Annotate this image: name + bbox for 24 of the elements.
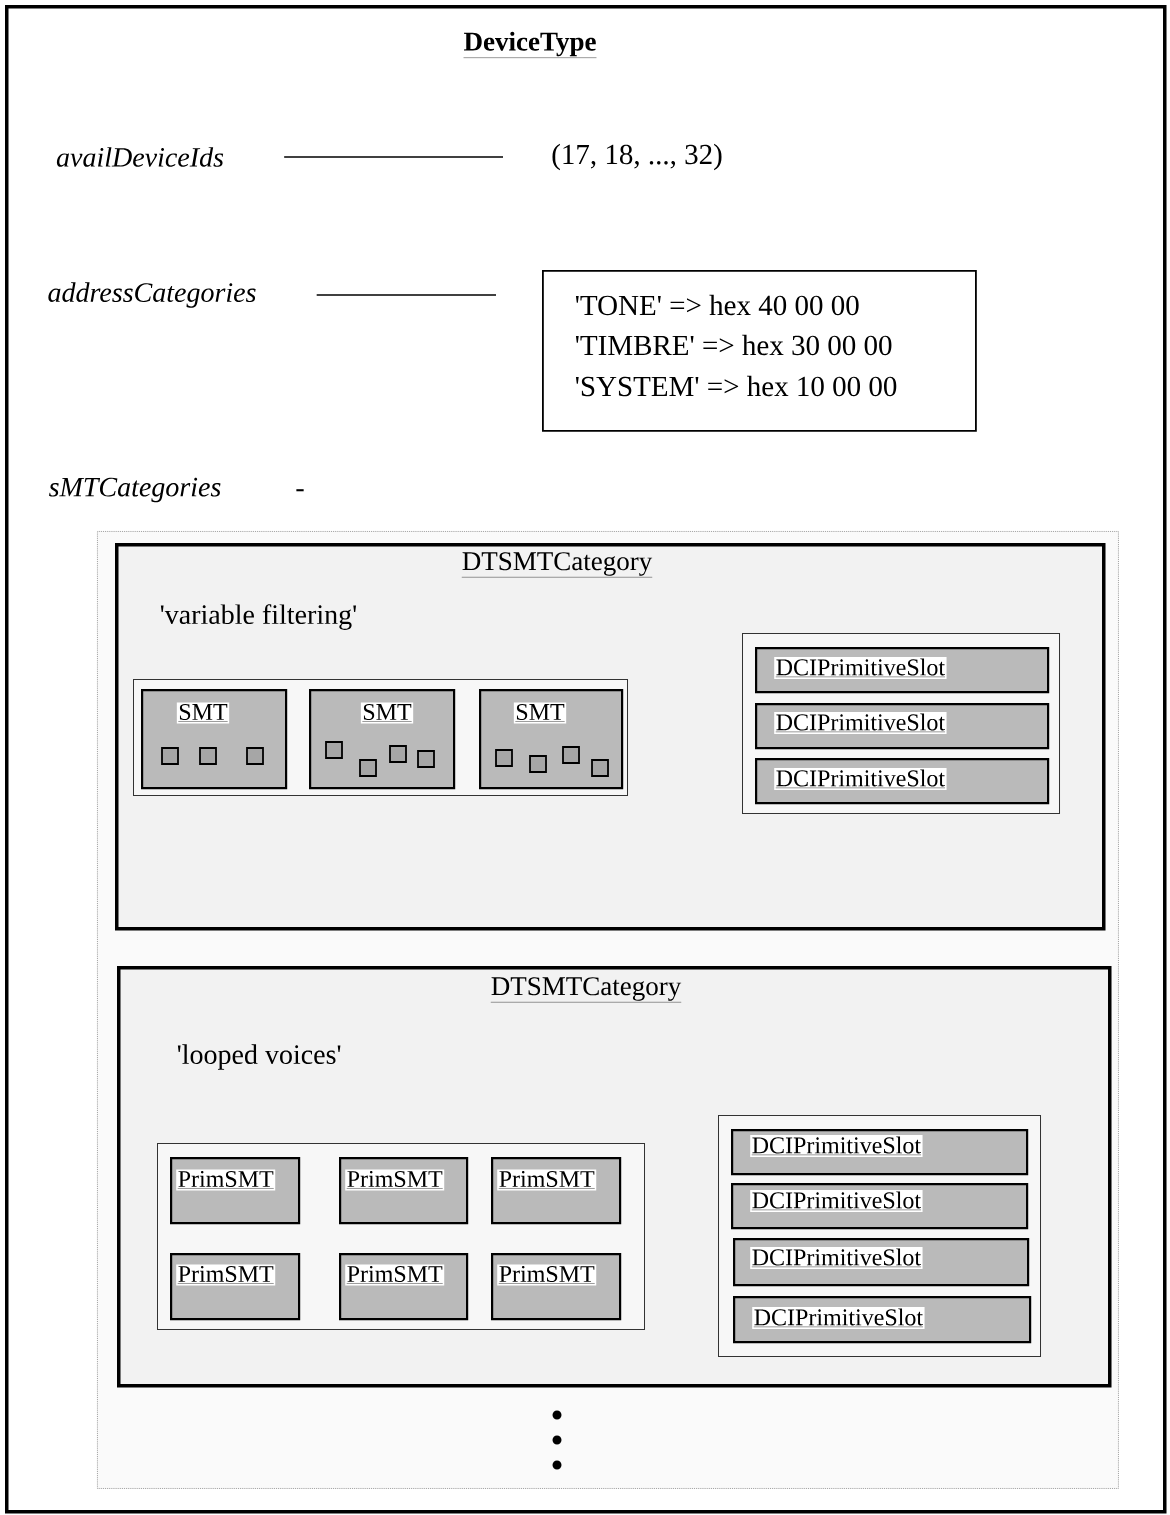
prim-smt-box: PrimSMT bbox=[491, 1253, 622, 1321]
attribute-name: sMTCategories bbox=[49, 477, 221, 503]
smt-box: SMT bbox=[141, 689, 288, 790]
slot-box: DCIPrimitiveSlot bbox=[755, 758, 1050, 805]
prim-smt-box: PrimSMT bbox=[491, 1157, 622, 1225]
connector-line bbox=[315, 294, 497, 296]
slot-box: DCIPrimitiveSlot bbox=[731, 1183, 1029, 1230]
attribute-name: addressCategories bbox=[48, 282, 256, 308]
dash-mark: - bbox=[296, 489, 304, 492]
prim-smt-box: PrimSMT bbox=[170, 1253, 301, 1321]
value-box: 'TONE' => hex 40 00 00 'TIMBRE' => hex 30 00 00 'SYSTEM' => hex 10 00 00 bbox=[542, 270, 977, 432]
prim-smt-box: PrimSMT bbox=[339, 1253, 469, 1321]
prim-smt-box: PrimSMT bbox=[170, 1157, 301, 1225]
connector-line bbox=[283, 156, 504, 158]
smt-box: SMT bbox=[479, 689, 624, 790]
value-text: (17, 18, ..., 32) bbox=[552, 143, 722, 171]
slot-box: DCIPrimitiveSlot bbox=[733, 1238, 1030, 1287]
prim-smt-box: PrimSMT bbox=[339, 1157, 469, 1225]
slot-box: DCIPrimitiveSlot bbox=[755, 703, 1050, 750]
slot-box: DCIPrimitiveSlot bbox=[731, 1129, 1029, 1176]
attribute-name: availDeviceIds bbox=[56, 147, 224, 167]
slot-box: DCIPrimitiveSlot bbox=[733, 1296, 1032, 1344]
smt-box: SMT bbox=[309, 689, 456, 790]
slot-box: DCIPrimitiveSlot bbox=[755, 647, 1050, 694]
